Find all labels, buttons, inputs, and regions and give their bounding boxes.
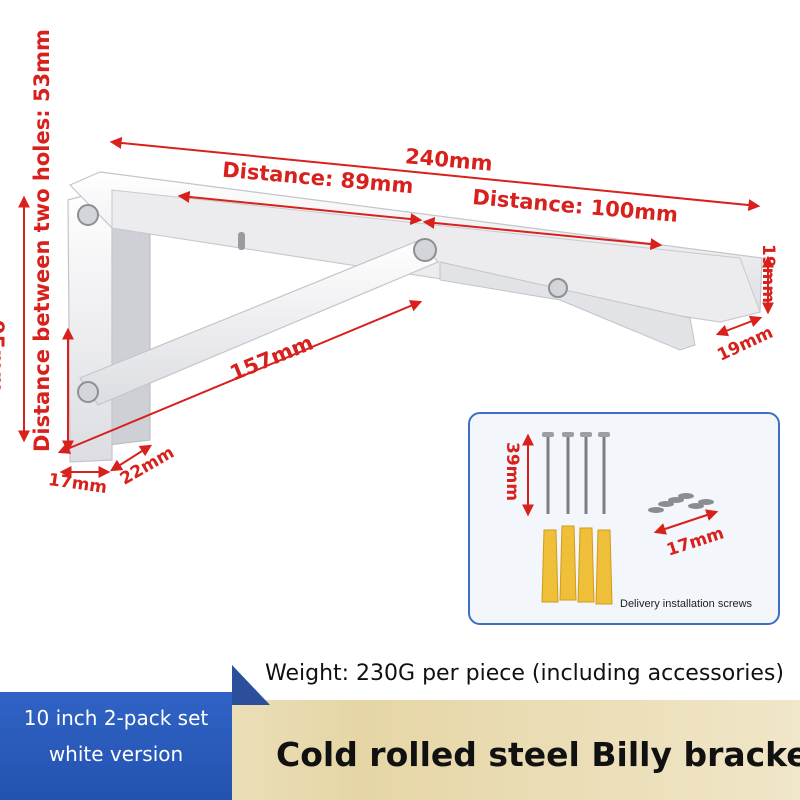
rivet-right — [548, 278, 568, 298]
distance-right-line — [422, 216, 663, 251]
badge-line-1: 10 inch 2-pack set — [23, 706, 209, 730]
small-screws — [648, 493, 714, 513]
front-height-label: 19mm — [758, 244, 778, 304]
inset-caption: Delivery installation screws — [620, 598, 753, 610]
bracket-illustration — [18, 136, 774, 478]
rivet-top — [77, 204, 99, 226]
height-label: 95mm — [0, 320, 8, 393]
hole-distance-label: Distance between two holes: 53mm — [30, 29, 54, 452]
wall-anchors — [541, 525, 613, 605]
folding-arm — [439, 261, 696, 351]
weight-text: Weight: 230G per piece (including access… — [265, 661, 784, 686]
vertical-arm — [67, 187, 113, 463]
badge-line-2: white version — [48, 742, 184, 766]
base-depth-line — [109, 444, 153, 472]
distance-left-line — [177, 190, 423, 226]
brace-line — [57, 300, 423, 454]
screws-and-anchors — [522, 432, 719, 605]
pack-badge: 10 inch 2-pack set white version — [0, 692, 232, 800]
front-width-line — [715, 315, 763, 337]
rivet-middle — [413, 238, 437, 262]
overall-length-line — [109, 136, 761, 212]
screw-length-label: 39mm — [502, 442, 522, 502]
rivet-bottom — [77, 381, 99, 403]
wall-plate — [107, 224, 151, 446]
accessories-inset: 39mm 17mm — [468, 412, 780, 625]
product-title: Cold rolled steel Billy bracket — [276, 735, 800, 774]
